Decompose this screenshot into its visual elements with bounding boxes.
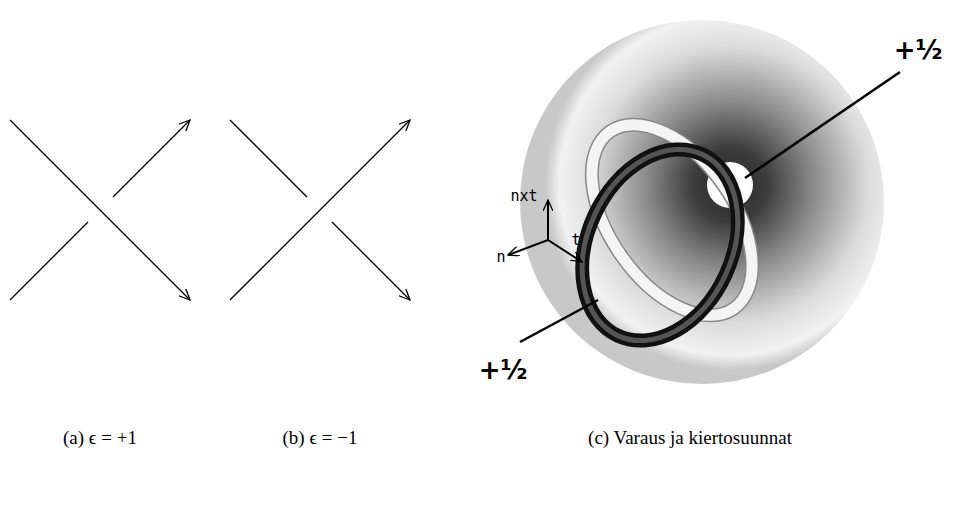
torus-figure [520,20,884,384]
caption: (b) ϵ = −1 [282,428,357,447]
frame-vectors [508,200,582,262]
charge-label: +½ [894,37,943,63]
caption: (a) ϵ = +1 [63,428,137,447]
vector-label: nxt [510,189,537,204]
vector-label: n [496,250,505,265]
vector-label: t [571,233,580,248]
negative-crossing [230,120,410,300]
positive-crossing [10,120,190,300]
leader-lines [520,72,900,342]
caption: (c) Varaus ja kiertosuunnat [588,428,792,447]
charge-label: +½ [479,357,528,383]
